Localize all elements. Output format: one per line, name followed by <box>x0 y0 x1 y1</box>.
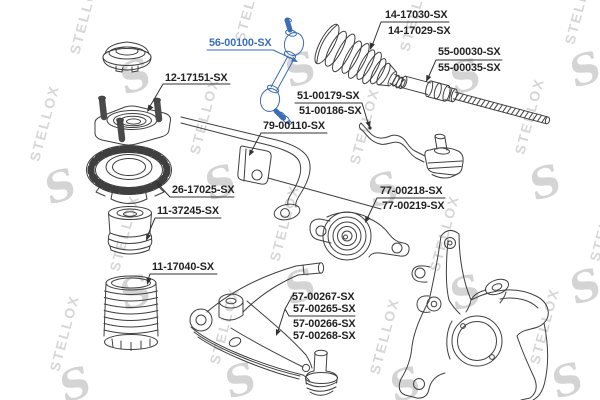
stab-link-drawing <box>259 17 305 125</box>
part-label-arm-bushing-b: 77-00219-SX <box>382 200 445 212</box>
part-label-boot-b: 14-17029-SX <box>388 25 451 37</box>
part-label-control-arm-c: 57-00266-SX <box>293 318 356 330</box>
part-label-boot-a: 14-17030-SX <box>385 9 448 21</box>
dust-boot-drawing <box>103 275 159 351</box>
steering-knuckle-drawing <box>398 230 549 400</box>
control-arm-drawing <box>189 262 325 383</box>
part-label-arm-bushing-a: 77-00218-SX <box>380 185 443 197</box>
part-label-dust-boot: 11-17040-SX <box>152 261 214 273</box>
tie-rod-end-drawing <box>358 122 464 179</box>
part-label-axial-b: 55-00035-SX <box>438 62 501 74</box>
part-label-control-arm-a: 57-00267-SX <box>292 291 355 303</box>
bump-stop-drawing <box>107 206 153 255</box>
strut-cap-drawing <box>102 41 152 73</box>
ball-joint-drawing <box>305 349 338 396</box>
part-label-stab-bushing: 79-00110-SX <box>263 120 325 132</box>
steering-boot-drawing <box>314 23 406 90</box>
stab-bar-drawing <box>180 116 382 221</box>
part-label-rod-end-a: 51-00179-SX <box>297 90 360 102</box>
part-label-axial-a: 55-00030-SX <box>438 46 501 58</box>
leader-lines <box>146 21 503 336</box>
inner-tie-rod-drawing <box>400 75 551 125</box>
part-label-stab-link: 56-00100-SX <box>209 37 272 49</box>
part-label-rod-end-b: 51-00186-SX <box>299 105 362 117</box>
part-label-control-arm-b: 57-00265-SX <box>293 303 356 315</box>
part-label-bearing: 26-17025-SX <box>172 184 235 196</box>
stab-bushing-drawing <box>237 145 272 185</box>
arm-bushing-bracket-drawing <box>309 211 410 261</box>
part-label-strut-mount: 12-17151-SX <box>165 72 228 84</box>
strut-bearing-drawing <box>86 145 172 204</box>
part-label-control-arm-d: 57-00268-SX <box>293 330 356 342</box>
part-label-bump-stop: 11-37245-SX <box>157 205 219 217</box>
strut-mount-drawing <box>94 95 172 146</box>
